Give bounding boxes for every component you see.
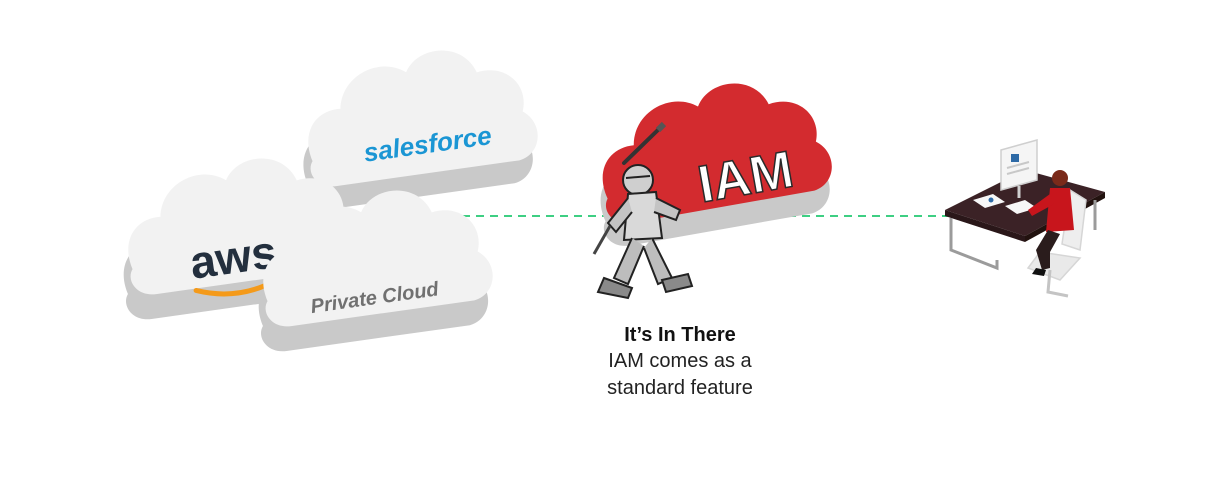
woman-user-icon xyxy=(1026,170,1087,298)
salesforce-cloud: salesforce xyxy=(291,38,541,213)
caption-body-line2: standard feature xyxy=(607,377,753,399)
private-cloud: Private Cloud xyxy=(247,178,496,355)
caption-title: It’s In There xyxy=(624,324,736,346)
iam-caption: It’s In There IAM comes as a standard fe… xyxy=(560,322,800,402)
iam-cloud: IAM xyxy=(586,68,836,250)
caption-body-line1: IAM comes as a xyxy=(608,350,752,372)
knight-icon xyxy=(592,121,694,300)
